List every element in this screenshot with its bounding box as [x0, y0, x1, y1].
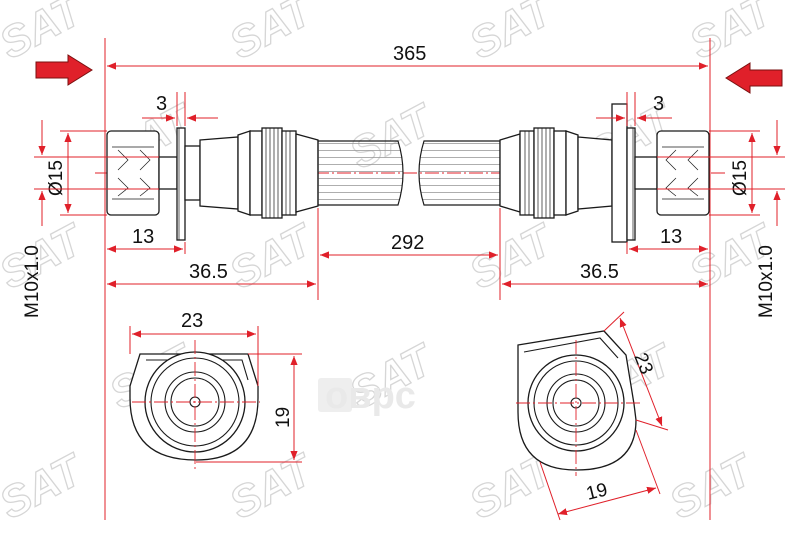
red-arrow-left-icon	[725, 62, 783, 94]
right-bracket-height-label: 19	[584, 479, 610, 504]
left-neck	[158, 156, 178, 190]
right-bracket-width-line	[619, 317, 663, 427]
left-fitting-length-label: 13	[132, 226, 154, 248]
left-hex-nut	[106, 130, 160, 216]
left-crimp-band-3	[281, 130, 297, 216]
right-crimp-band-1	[553, 130, 567, 216]
left-bracket-end-view	[129, 340, 260, 470]
left-end-length-label: 36.5	[189, 261, 228, 283]
right-hex-nut	[656, 130, 710, 216]
left-ferrule	[199, 136, 239, 210]
red-arrow-right-icon	[35, 54, 93, 86]
left-bracket-height-label: 19	[273, 407, 294, 428]
right-end-length-label: 36.5	[580, 261, 619, 283]
right-bracket-end-view	[516, 330, 640, 476]
hose-body	[317, 140, 501, 206]
watermark: SAT	[462, 0, 563, 69]
right-fitting	[499, 103, 710, 243]
right-ferrule	[577, 136, 613, 210]
left-thread-label: M10x1.0	[22, 245, 43, 318]
left-flange	[176, 127, 186, 241]
left-diameter-label: Ø15	[46, 160, 67, 196]
right-bracket-height-line	[557, 486, 657, 516]
right-crimp-band-2	[533, 127, 555, 219]
right-crimp-band-3	[519, 130, 535, 216]
right-fitting-length-label: 13	[660, 226, 682, 248]
watermark-layer: SAT SAT SAT SAT SAT SAT SAT SAT SAT SAT …	[0, 0, 783, 529]
brand-logo-text: oʙpc	[325, 375, 416, 417]
left-flange-thickness-label: 3	[156, 93, 167, 115]
watermark: SAT	[222, 0, 323, 69]
left-fitting	[106, 127, 319, 241]
right-diameter-label: Ø15	[730, 160, 751, 196]
right-thread-label: M10x1.0	[756, 245, 777, 318]
right-neck	[634, 156, 658, 190]
watermark: SAT	[662, 444, 763, 529]
left-crimp-band-2	[261, 127, 283, 219]
watermark: SAT	[682, 0, 783, 69]
watermark: SAT	[462, 214, 563, 299]
right-flange	[626, 127, 636, 241]
right-bracket-plate	[611, 103, 628, 243]
left-collar	[184, 145, 201, 201]
watermark: SAT	[0, 214, 92, 299]
watermark: SAT	[0, 0, 92, 69]
left-crimp-band-1	[249, 130, 263, 216]
left-bracket-width-label: 23	[181, 310, 203, 332]
hose-left-segment	[317, 140, 404, 206]
right-flange-thickness-label: 3	[653, 93, 664, 115]
watermark: SAT	[222, 444, 323, 529]
hose-length-label: 292	[391, 232, 424, 254]
overall-length-label: 365	[393, 43, 426, 65]
brand-logo: oʙpc	[318, 375, 416, 417]
hose-right-segment	[418, 140, 501, 206]
watermark: SAT	[222, 214, 323, 299]
watermark: SAT	[0, 444, 92, 529]
